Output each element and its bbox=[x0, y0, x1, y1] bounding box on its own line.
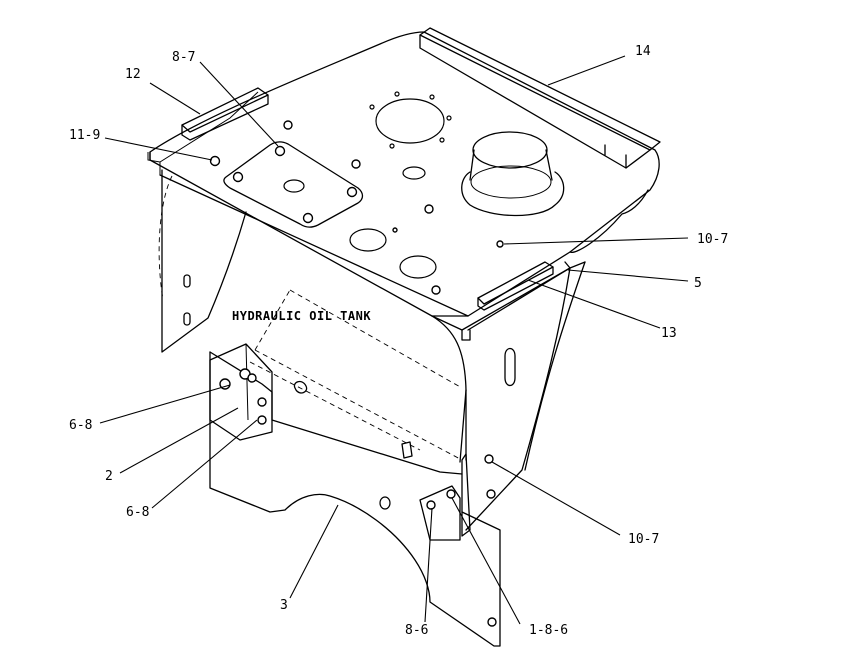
callout-1-8-6: 1-8-6 bbox=[529, 623, 568, 638]
tank-top-plate bbox=[149, 31, 660, 317]
callout-8-6: 8-6 bbox=[405, 623, 428, 638]
wear-strip-14 bbox=[419, 27, 661, 169]
strip-12 bbox=[147, 87, 269, 163]
side-bracket bbox=[209, 343, 273, 441]
callout-2: 2 bbox=[105, 469, 113, 484]
strip-13 bbox=[431, 261, 571, 341]
leader-lines bbox=[99, 55, 689, 625]
callout-5: 5 bbox=[694, 276, 702, 291]
callout-10-7-top: 10-7 bbox=[697, 232, 728, 247]
right-bracket-plate bbox=[419, 453, 497, 627]
top-plate-holes bbox=[209, 91, 504, 295]
callout-8-7: 8-7 bbox=[172, 50, 195, 65]
callout-14: 14 bbox=[635, 44, 651, 59]
tank-front-face bbox=[158, 169, 649, 531]
callout-11-9: 11-9 bbox=[69, 128, 100, 143]
hidden-outline bbox=[249, 289, 463, 461]
hydraulic-oil-tank-label: HYDRAULIC OIL TANK bbox=[232, 309, 371, 323]
callout-6-8-lower: 6-8 bbox=[126, 505, 149, 520]
cover-plate bbox=[223, 141, 364, 228]
left-side-holes bbox=[183, 274, 191, 326]
callout-13: 13 bbox=[661, 326, 677, 341]
callout-12: 12 bbox=[125, 67, 141, 82]
filler-neck bbox=[461, 131, 565, 217]
tank-lower-body bbox=[209, 351, 501, 647]
callout-6-8-upper: 6-8 bbox=[69, 418, 92, 433]
callout-10-7-bottom: 10-7 bbox=[628, 532, 659, 547]
callout-3: 3 bbox=[280, 598, 288, 613]
